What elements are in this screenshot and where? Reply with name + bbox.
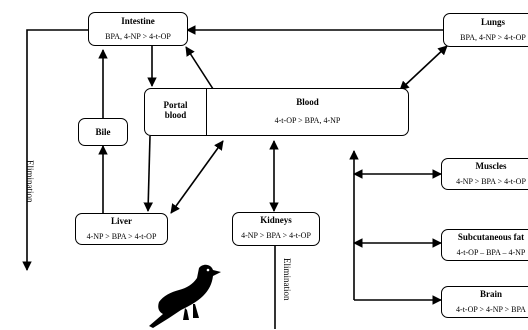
- node-kidneys-sub: 4-NP > BPA > 4-t-OP: [241, 231, 311, 240]
- node-bile-title: Bile: [95, 127, 111, 137]
- node-brain: Brain 4-t-OP > 4-NP > BPA: [441, 286, 528, 318]
- node-lungs: Lungs BPA, 4-NP > 4-t-OP: [443, 13, 528, 47]
- node-muscles-title: Muscles: [475, 161, 507, 171]
- node-muscles: Muscles 4-NP > BPA > 4-t-OP: [441, 158, 528, 190]
- node-subcutaneous-fat: Subcutaneous fat 4-t-OP – BPA – 4-NP: [441, 229, 528, 261]
- node-intestine-title: Intestine: [121, 16, 155, 26]
- node-liver-sub: 4-NP > BPA > 4-t-OP: [86, 232, 157, 241]
- node-liver-title: Liver: [111, 216, 132, 226]
- node-intestine-sub: BPA, 4-NP > 4-t-OP: [105, 32, 171, 41]
- node-blood-title: Blood: [296, 97, 319, 107]
- node-subcutaneous-fat-title: Subcutaneous fat: [457, 232, 525, 242]
- node-liver: Liver 4-NP > BPA > 4-t-OP: [75, 213, 168, 245]
- elimination-bottom-label: Elimination: [282, 258, 292, 301]
- node-blood: Portal blood Blood 4-t-OP > BPA, 4-NP: [144, 88, 409, 136]
- bird-silhouette-icon: [149, 264, 221, 328]
- node-lungs-title: Lungs: [480, 17, 506, 27]
- node-portal-blood-title: Portal blood: [163, 100, 188, 120]
- node-blood-sub: 4-t-OP > BPA, 4-NP: [274, 116, 341, 125]
- node-blood-content: Blood 4-t-OP > BPA, 4-NP: [207, 89, 408, 135]
- node-brain-title: Brain: [479, 289, 502, 299]
- node-kidneys-title: Kidneys: [260, 215, 292, 225]
- arrow-blood-intestine: [185, 46, 216, 93]
- node-intestine: Intestine BPA, 4-NP > 4-t-OP: [88, 12, 188, 46]
- node-kidneys: Kidneys 4-NP > BPA > 4-t-OP: [232, 212, 320, 246]
- node-lungs-sub: BPA, 4-NP > 4-t-OP: [460, 33, 526, 42]
- elimination-left-label: Elimination: [25, 160, 35, 203]
- node-muscles-sub: 4-NP > BPA > 4-t-OP: [456, 177, 526, 186]
- arrow-portal-liver: [143, 135, 154, 212]
- arrow-blood-liver: [170, 140, 224, 214]
- node-subcutaneous-fat-sub: 4-t-OP – BPA – 4-NP: [456, 248, 526, 257]
- arrow-intestine-elimination: [22, 29, 88, 271]
- node-portal-blood: Portal blood: [145, 89, 207, 135]
- arrow-blood-lungs: [399, 45, 448, 91]
- node-brain-sub: 4-t-OP > 4-NP > BPA: [456, 305, 526, 314]
- node-bile: Bile: [78, 118, 128, 146]
